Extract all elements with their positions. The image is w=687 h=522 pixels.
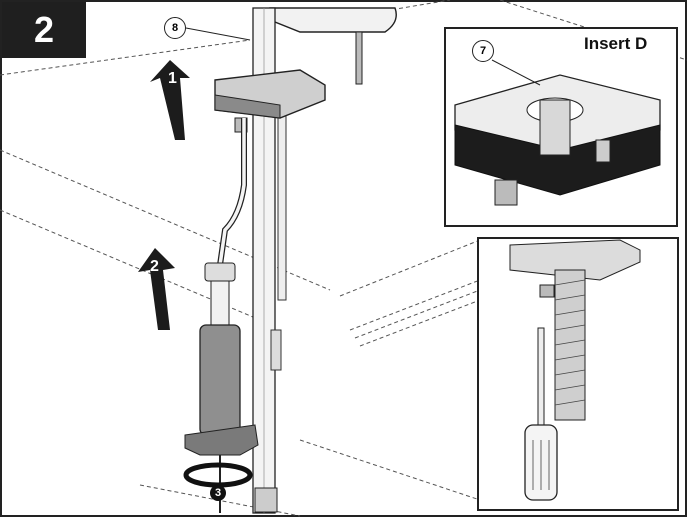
arrow-1-label: 1 <box>168 70 177 87</box>
screwdriver-shaft <box>537 327 545 429</box>
arrow-1 <box>150 60 190 140</box>
arrow-2 <box>138 248 175 330</box>
arrow-3-label: 3 <box>210 485 226 501</box>
hose-nut <box>204 262 236 282</box>
callout-8: 8 <box>164 17 186 39</box>
callout-7: 7 <box>472 40 494 62</box>
faucet-base <box>269 7 397 33</box>
step-number-badge: 2 <box>2 2 86 58</box>
mounting-screw <box>355 31 363 85</box>
supply-line-right <box>277 109 287 301</box>
rotation-band <box>183 462 253 488</box>
insert-d-title: Insert D <box>584 34 648 53</box>
weight-clip <box>184 424 259 456</box>
arrow-2-label: 2 <box>150 258 159 275</box>
hose-weight <box>199 324 241 436</box>
threaded-shank <box>554 269 586 421</box>
